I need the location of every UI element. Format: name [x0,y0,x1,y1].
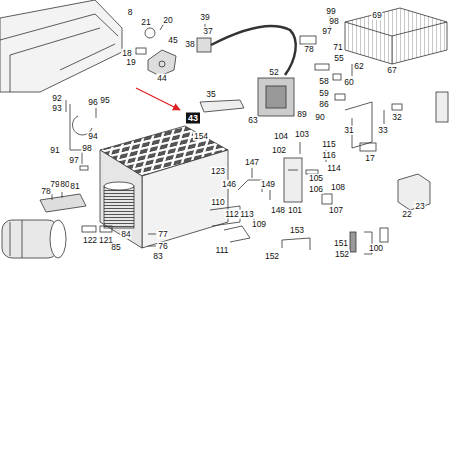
callout-number: 18 [121,49,132,58]
callout-number: 101 [287,206,303,215]
callout-number: 31 [343,126,354,135]
line-art [0,0,448,258]
callout-number: 89 [296,110,307,119]
callout-number: 8 [127,8,134,17]
callout-number: 106 [308,185,324,194]
callout-number: 109 [251,220,267,229]
callout-number: 44 [156,74,167,83]
callout-number: 123 [210,167,226,176]
callout-number: 152 [264,252,280,261]
pointer-arrow [136,88,180,110]
callout-number: 33 [377,126,388,135]
callout-number: 104 [273,132,289,141]
callout-number: 102 [271,146,287,155]
callout-number: 85 [110,243,121,252]
callout-number: 91 [49,146,60,155]
callout-number: 59 [318,89,329,98]
callout-number: 60 [343,78,354,87]
callout-number: 17 [364,154,375,163]
callout-number: 23 [414,202,425,211]
callout-number: 94 [87,132,98,141]
callout-number: 103 [294,130,310,139]
callout-number: 58 [318,77,329,86]
callout-number: 63 [247,116,258,125]
callout-number: 105 [308,174,324,183]
callout-number: 81 [69,182,80,191]
callout-number: 21 [140,18,151,27]
callout-number: 95 [99,96,110,105]
callout-number: 78 [303,45,314,54]
callout-number: 69 [371,11,382,20]
highlighted-callout: 43 [186,113,200,124]
callout-number: 96 [87,98,98,107]
callout-number: 93 [51,104,62,113]
callout-number: 97 [68,156,79,165]
callout-number: 86 [318,100,329,109]
callout-number: 116 [321,151,337,160]
callout-number: 112 [224,210,240,219]
callout-number: 84 [120,230,131,239]
callout-number: 100 [368,244,384,253]
callout-number: 77 [157,230,168,239]
callout-number: 111 [215,246,230,255]
callout-number: 92 [51,94,62,103]
callout-number: 154 [193,132,209,141]
callout-number: 19 [125,58,136,67]
callout-number: 32 [391,113,402,122]
callout-number: 148 [270,206,286,215]
callout-number: 35 [205,90,216,99]
callout-number: 114 [326,164,342,173]
callout-number: 98 [81,144,92,153]
callout-number: 52 [268,68,279,77]
callout-number: 115 [321,140,337,149]
callout-number: 38 [184,40,195,49]
callout-number: 153 [289,226,305,235]
callout-number: 71 [332,43,343,52]
callout-number: 67 [386,66,397,75]
callout-number: 151 [333,239,349,248]
callout-number: 76 [157,242,168,251]
callout-number: 152 [334,250,350,259]
callout-number: 108 [330,183,346,192]
callout-number: 37 [202,27,213,36]
callout-number: 55 [333,54,344,63]
callout-number: 22 [401,210,412,219]
callout-number: 98 [328,17,339,26]
callout-number: 62 [353,62,364,71]
callout-number: 110 [210,198,226,207]
callout-number: 147 [244,158,260,167]
callout-number: 97 [321,27,332,36]
callout-number: 90 [314,113,325,122]
callout-number: 149 [260,180,276,189]
callout-number: 20 [162,16,173,25]
callout-number: 146 [221,180,237,189]
callout-number: 113 [239,210,255,219]
callout-number: 107 [328,206,344,215]
callout-number: 122 [82,236,98,245]
callout-number: 39 [199,13,210,22]
callout-number: 45 [167,36,178,45]
callout-number: 99 [325,7,336,16]
callout-number: 83 [152,252,163,261]
